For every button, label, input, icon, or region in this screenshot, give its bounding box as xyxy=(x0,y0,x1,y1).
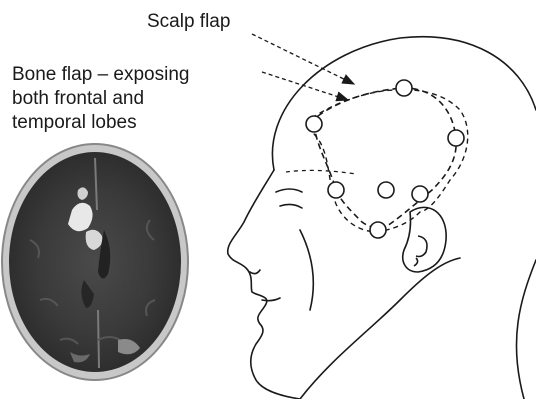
bone-flap-outline xyxy=(314,88,456,228)
burr-hole xyxy=(448,130,464,146)
temporal-line xyxy=(286,170,356,174)
burr-holes xyxy=(306,80,464,238)
burr-hole xyxy=(378,182,394,198)
scalp-flap-outline xyxy=(307,90,468,232)
ct-scan-image xyxy=(2,144,188,380)
burr-hole xyxy=(370,222,386,238)
burr-hole xyxy=(396,80,412,96)
burr-hole xyxy=(328,182,344,198)
burr-hole xyxy=(412,186,428,202)
bone-flap-arrow xyxy=(262,72,348,100)
ear xyxy=(403,207,446,272)
burr-hole xyxy=(306,116,322,132)
